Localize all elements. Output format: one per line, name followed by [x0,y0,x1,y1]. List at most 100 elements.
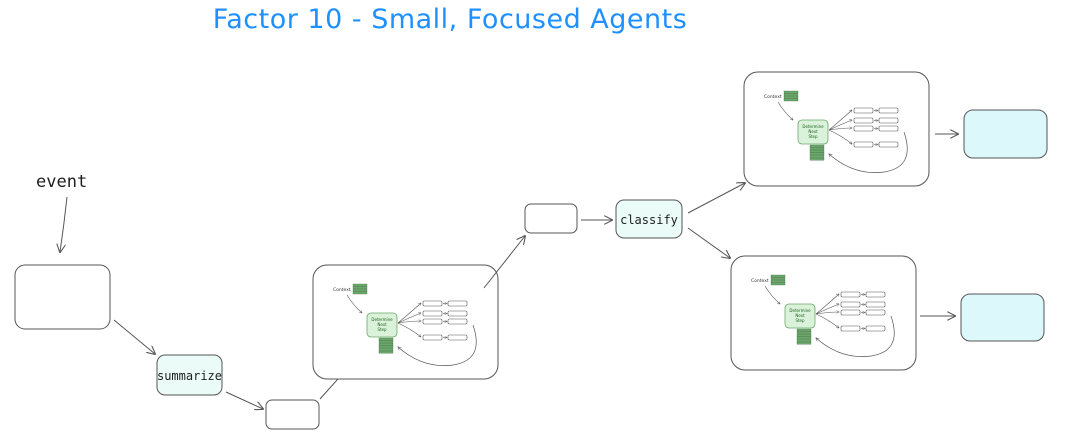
arrow-input-to-summarize [113,319,155,354]
tool-call-box [422,318,443,325]
tool-call-arrow [828,129,852,144]
determine-next-step-box [797,119,829,145]
intermediate-box-1 [265,399,320,430]
tool-call-box [840,325,861,332]
tool-call-arrow [397,303,421,324]
tool-result-box [447,334,468,341]
context-stack-layer [783,93,799,96]
tool-call-box [853,125,874,132]
step-stack-layer [809,155,825,158]
output-box-2 [960,293,1045,342]
determine-label-line: Step [377,327,387,332]
tool-call-arrow [397,313,421,324]
loop-back-arrow [816,315,895,357]
determine-label-line: Step [808,134,818,139]
tool-call-arrow [828,128,852,131]
summarize-label: summarize [157,369,222,383]
tool-call-box [853,141,874,148]
tool-call-arrow [397,321,421,324]
step-stack-layer [378,345,394,349]
context-stack-layer [783,98,799,102]
tool-result-box [878,141,899,148]
tool-call-box [840,291,861,298]
context-arrow [777,101,793,120]
tool-result-box [878,107,899,114]
context-stack-layer [352,286,368,289]
determine-label-line: Next [377,322,387,327]
context-arrow [346,294,362,313]
tool-result-box [865,291,886,298]
tool-result-box [447,318,468,325]
step-stack-layer [378,337,394,341]
step-stack-layer [796,336,812,340]
step-stack-layer [378,348,394,351]
tool-result-box [865,325,886,332]
tool-call-arrow [815,294,839,315]
loop-back-arrow [398,324,477,366]
context-arrow [764,285,780,304]
step-stack-layer [796,339,812,342]
event-arrow [60,196,68,252]
tool-result-box [865,301,886,308]
intermediate-box-2 [524,203,578,234]
step-stack-layer [809,157,825,161]
tool-call-box [422,310,443,317]
tool-call-box [840,301,861,308]
summarize-step [156,354,223,396]
output-box-1 [963,109,1048,159]
tool-result-box [447,300,468,307]
context-stack-layer [783,90,799,94]
determine-label-line: Step [795,318,805,323]
context-stack-layer [770,274,786,278]
context-label: Context [333,287,351,293]
determine-label-line: Next [795,313,805,318]
context-stack-layer [783,96,799,99]
context-stack-layer [352,291,368,295]
context-stack-layer [352,289,368,292]
tool-result-box [447,310,468,317]
context-stack-layer [770,280,786,283]
tool-call-box [422,300,443,307]
step-stack-layer [809,152,825,156]
context-label: Context [764,94,782,100]
tool-call-arrow [815,313,839,328]
step-stack-layer [796,331,812,334]
step-stack-layer [809,150,825,153]
arrow-summarize-to-box [225,391,263,409]
determine-label-line: Determine [802,124,824,129]
determine-label-line: Determine [789,308,811,313]
tool-call-box [840,309,861,316]
tool-call-box [422,334,443,341]
tool-call-arrow [815,312,839,315]
step-stack-layer [809,144,825,148]
context-stack-layer [770,277,786,280]
tool-result-box [865,309,886,316]
step-stack-layer [809,147,825,150]
tool-call-arrow [815,304,839,315]
arrow-agent-1-to-box [483,236,525,289]
diagram-title: Factor 10 - Small, Focused Agents [212,4,688,35]
loop-back-arrow [829,131,908,173]
tool-call-arrow [828,120,852,131]
tool-result-box [878,125,899,132]
determine-next-step-box [784,303,816,329]
step-stack-layer [796,334,812,337]
input-box [14,264,111,330]
step-stack-layer [378,350,394,354]
tool-call-box [853,107,874,114]
step-stack-layer [378,340,394,343]
event-label: event [36,172,88,192]
classify-label: classify [620,213,678,227]
arrow-classify-to-agent-3 [687,227,730,258]
classify-step [615,199,683,239]
determine-next-step-box [366,312,398,338]
step-stack-layer [378,343,394,346]
determine-label-line: Next [808,129,818,134]
arrow-classify-to-agent-2 [687,183,745,214]
tool-call-arrow [828,110,852,131]
determine-label-line: Determine [371,317,393,322]
